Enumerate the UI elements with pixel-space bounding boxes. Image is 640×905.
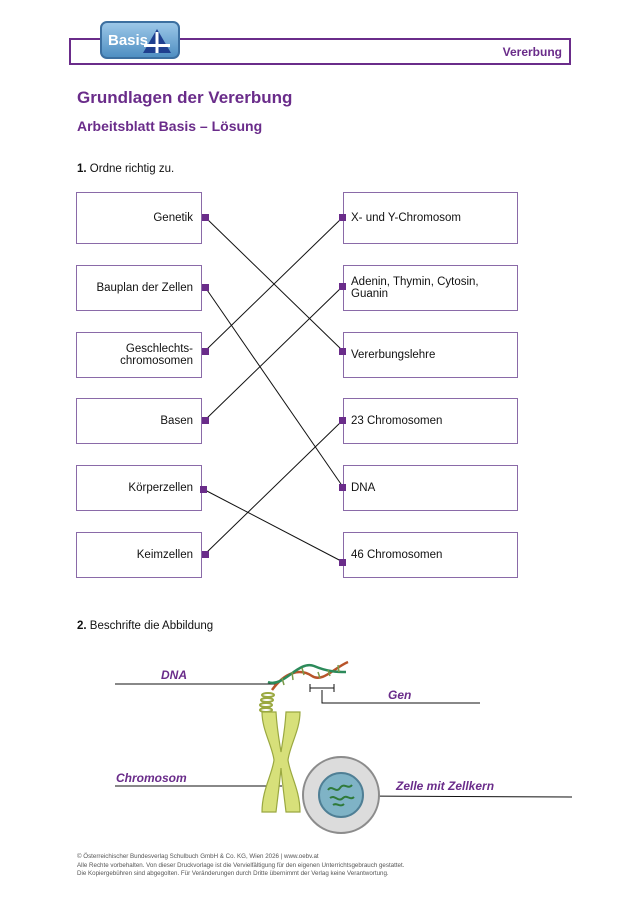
line-keim-23	[204, 419, 344, 555]
chromosome-icon	[261, 711, 301, 813]
connector-dot	[202, 284, 209, 291]
dna-helix-icon	[259, 660, 349, 713]
right-box-46-chromosomen: 46 Chromosomen	[343, 532, 518, 578]
right-box-23-chromosomen: 23 Chromosomen	[343, 398, 518, 444]
triangle-logo-icon	[143, 29, 171, 53]
task-1-number: 1.	[77, 163, 87, 175]
connector-dot	[202, 417, 209, 424]
left-box-geschlechtschromosomen: Geschlechts- chromosomen	[76, 332, 202, 378]
task-2-heading: 2. Beschrifte die Abbildung	[77, 620, 213, 632]
left-box-koerperzellen: Körperzellen	[76, 465, 202, 511]
zelle-label-line	[349, 795, 573, 798]
footer-line: Die Kopiergebühren sind abgegolten. Für …	[77, 870, 389, 877]
line-geschlecht-xy	[204, 216, 344, 352]
label-gen: Gen	[388, 688, 412, 702]
right-box-label: Adenin, Thymin, Cytosin, Guanin	[351, 276, 479, 300]
left-box-label: Basen	[160, 415, 193, 427]
connector-dot	[200, 486, 207, 493]
right-box-label: Vererbungslehre	[351, 349, 436, 361]
left-box-label: Geschlechts- chromosomen	[120, 343, 193, 367]
cell-icon	[302, 756, 380, 834]
left-box-genetik: Genetik	[76, 192, 202, 244]
connector-dot	[339, 417, 346, 424]
left-box-label: Keimzellen	[136, 549, 193, 561]
connector-dot	[339, 559, 346, 566]
right-box-label: 46 Chromosomen	[351, 549, 443, 561]
connector-dot	[202, 551, 209, 558]
footer-line: © Österreichischer Bundesverlag Schulbuc…	[77, 853, 319, 860]
right-box-basen-namen: Adenin, Thymin, Cytosin, Guanin	[343, 265, 518, 311]
task-1-text: Ordne richtig zu.	[89, 163, 175, 175]
left-box-label: Genetik	[153, 212, 193, 224]
page-title: Grundlagen der Vererbung	[77, 88, 293, 107]
footer: © Österreichischer Bundesverlag Schulbuc…	[77, 853, 597, 879]
left-box-bauplan: Bauplan der Zellen	[76, 265, 202, 311]
chapter-label: Vererbung	[502, 45, 562, 59]
footer-line: Alle Rechte vorbehalten. Von dieser Druc…	[77, 861, 405, 869]
right-box-xy-chromosom: X- und Y-Chromosom	[343, 192, 518, 244]
right-box-label: DNA	[351, 482, 376, 494]
task-2-text: Beschrifte die Abbildung	[89, 620, 214, 632]
right-box-dna: DNA	[343, 465, 518, 511]
left-box-label: Körperzellen	[128, 482, 193, 494]
line-koerper-46	[202, 488, 344, 563]
connector-dot	[202, 348, 209, 355]
right-box-label: 23 Chromosomen	[351, 415, 443, 427]
line-bauplan-dna	[204, 286, 344, 488]
logo-text: Basis	[108, 32, 149, 49]
page-subtitle: Arbeitsblatt Basis – Lösung	[77, 118, 263, 134]
right-box-vererbungslehre: Vererbungslehre	[343, 332, 518, 378]
task-2-number: 2.	[77, 620, 87, 632]
label-zelle: Zelle mit Zellkern	[396, 779, 495, 793]
connector-dot	[339, 214, 346, 221]
connector-dot	[202, 214, 209, 221]
header-frame	[69, 38, 571, 65]
left-box-keimzellen: Keimzellen	[76, 532, 202, 578]
basis-logo: Basis	[100, 21, 180, 59]
left-box-basen: Basen	[76, 398, 202, 444]
connector-dot	[339, 283, 346, 290]
left-box-label: Bauplan der Zellen	[96, 282, 193, 294]
line-basen-adenin	[204, 285, 344, 421]
connector-dot	[339, 348, 346, 355]
label-dna: DNA	[161, 668, 187, 682]
label-chromosom: Chromosom	[116, 771, 187, 785]
right-box-label: X- und Y-Chromosom	[351, 212, 461, 224]
task-1-heading: 1. Ordne richtig zu.	[77, 163, 174, 175]
connector-dot	[339, 484, 346, 491]
gen-label-line	[321, 690, 480, 704]
